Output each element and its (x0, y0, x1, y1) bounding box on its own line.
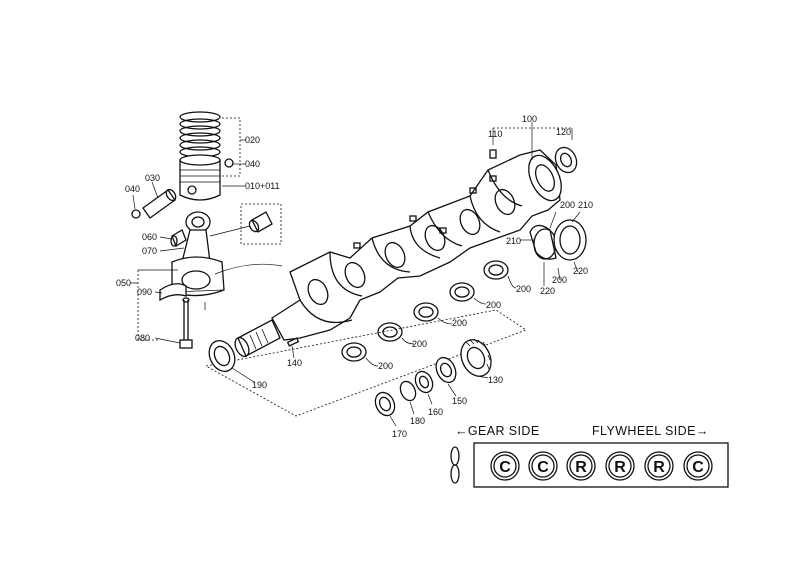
label-060: 060 (142, 232, 157, 242)
front-collar (374, 391, 396, 417)
legend-symbol-2: C (528, 451, 558, 481)
crank-gear (460, 338, 492, 377)
oil-slinger (435, 356, 457, 384)
legend-box (473, 442, 729, 488)
label-190: 190 (252, 380, 267, 390)
label-120: 120 (556, 127, 571, 137)
legend-symbol-5: R (644, 451, 674, 481)
flywheel-side-label: FLYWHEEL SIDE→ (592, 424, 709, 438)
label-020: 020 (245, 135, 260, 145)
conrod-bearing (159, 283, 187, 302)
label-110: 110 (488, 129, 502, 139)
connecting-rod (171, 211, 225, 297)
label-200-rear: 200 (560, 200, 575, 210)
label-100: 100 (522, 114, 537, 124)
label-210-left: 210 (506, 236, 521, 246)
gear-side-label: ←GEAR SIDE (455, 424, 540, 438)
piston (179, 154, 221, 201)
main-bearings (341, 260, 509, 362)
label-220-right: 220 (573, 266, 588, 276)
main-bearing-3 (413, 302, 439, 322)
svg-text:C: C (692, 459, 704, 476)
small-end-bushing (170, 229, 187, 247)
label-050: 050 (116, 278, 131, 288)
svg-text:C: C (499, 459, 511, 476)
label-210-top: 210 (578, 200, 593, 210)
legend-symbol-3: R (566, 451, 596, 481)
label-200-1: 200 (516, 284, 531, 294)
label-070: 070 (142, 246, 157, 256)
crankshaft (214, 149, 562, 358)
piston-pin (142, 188, 177, 219)
front-bearing (208, 339, 236, 373)
label-130: 130 (488, 375, 503, 385)
label-150: 150 (452, 396, 467, 406)
legend-symbol-6: C (683, 451, 713, 481)
figure-eight-icon (450, 446, 460, 484)
label-080: 080 (135, 333, 150, 343)
svg-text:C: C (537, 459, 549, 476)
svg-text:R: R (653, 459, 665, 476)
label-160: 160 (428, 407, 443, 417)
label-200-2: 200 (486, 300, 501, 310)
label-040-right: 040 (245, 159, 260, 169)
label-200-5: 200 (378, 361, 393, 371)
bearing-legend: ←GEAR SIDE FLYWHEEL SIDE→ C C R R R (450, 424, 729, 488)
legend-symbol-4: R (605, 451, 635, 481)
bushing-kit (248, 211, 273, 233)
main-bearing-5 (341, 342, 367, 362)
label-030: 030 (145, 173, 160, 183)
svg-text:R: R (614, 459, 626, 476)
main-bearing-1 (483, 260, 509, 280)
thrust-bearing-rear (529, 219, 587, 261)
main-bearing-4 (377, 322, 403, 342)
collar (414, 370, 434, 394)
label-200-mid: 200 (552, 275, 567, 285)
piston-assembly: 020 040 010+011 030 040 (116, 111, 282, 349)
label-040-left: 040 (125, 184, 140, 194)
pilot-bearing (554, 146, 578, 174)
label-140: 140 (287, 358, 302, 368)
main-bearing-2 (449, 282, 475, 302)
label-180: 180 (410, 416, 425, 426)
legend-symbol-1: C (490, 451, 520, 481)
label-090: 090 (137, 287, 152, 297)
label-010-011: 010+011 (245, 181, 280, 191)
label-200-4: 200 (412, 339, 427, 349)
o-ring (399, 380, 417, 402)
label-220-left: 220 (540, 286, 555, 296)
label-200-3: 200 (452, 318, 467, 328)
conrod-bolt (179, 297, 193, 349)
label-170: 170 (392, 429, 407, 439)
piston-rings (179, 111, 221, 158)
svg-text:R: R (575, 459, 587, 476)
